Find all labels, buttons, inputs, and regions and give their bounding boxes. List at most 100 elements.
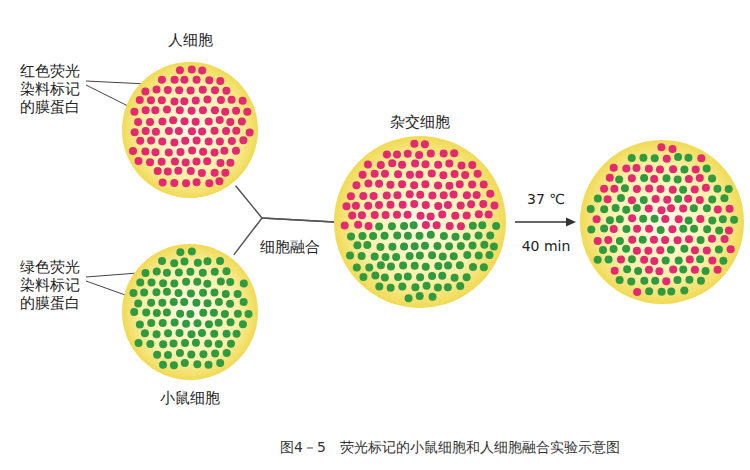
green-membrane-protein	[199, 269, 207, 277]
red-membrane-protein	[485, 211, 493, 219]
green-membrane-protein	[445, 242, 453, 250]
green-membrane-protein	[369, 232, 377, 240]
temperature-label: 37 ℃	[527, 190, 565, 208]
red-membrane-protein	[674, 236, 682, 244]
green-membrane-protein	[159, 319, 167, 327]
green-membrane-protein	[485, 251, 493, 259]
green-membrane-protein	[640, 174, 648, 182]
callout-label: 红色荧光 染料标记 的膜蛋白	[20, 62, 86, 116]
green-membrane-protein	[153, 330, 161, 338]
green-membrane-protein	[399, 262, 407, 270]
cell-membrane	[122, 244, 258, 380]
red-membrane-protein	[475, 210, 483, 218]
red-membrane-protein	[176, 106, 184, 114]
figure-caption: 图4－5 荧光标记的小鼠细胞和人细胞融合实验示意图	[280, 438, 620, 456]
process-arrow	[515, 218, 576, 227]
red-membrane-protein	[611, 267, 619, 275]
green-membrane-protein	[203, 257, 211, 265]
green-membrane-protein	[690, 225, 698, 233]
green-membrane-protein	[440, 232, 448, 240]
green-membrane-protein	[605, 256, 613, 264]
green-membrane-protein	[685, 217, 693, 225]
green-membrane-protein	[404, 273, 412, 281]
red-membrane-protein	[193, 76, 201, 84]
red-membrane-protein	[633, 164, 641, 172]
red-membrane-protein	[386, 201, 394, 209]
red-membrane-protein	[440, 150, 448, 158]
red-membrane-protein	[652, 195, 660, 203]
red-membrane-protein	[176, 66, 184, 74]
green-membrane-protein	[680, 245, 688, 253]
red-membrane-protein	[721, 235, 729, 243]
green-membrane-protein	[221, 310, 229, 318]
green-membrane-protein	[423, 282, 431, 290]
red-membrane-protein	[347, 192, 355, 200]
green-membrane-protein	[451, 233, 459, 241]
green-membrane-protein	[392, 253, 400, 261]
red-membrane-protein	[650, 236, 658, 244]
red-membrane-protein	[633, 288, 641, 296]
green-membrane-protein	[657, 226, 665, 234]
green-membrane-protein	[438, 272, 446, 280]
green-membrane-protein	[223, 349, 231, 357]
red-membrane-protein	[644, 247, 652, 255]
green-membrane-protein	[617, 194, 625, 202]
green-membrane-protein	[187, 290, 195, 298]
green-membrane-protein	[187, 330, 195, 338]
red-membrane-protein	[594, 237, 602, 245]
green-membrane-protein	[216, 257, 224, 265]
red-membrane-protein	[216, 159, 224, 167]
green-membrane-protein	[674, 276, 682, 284]
red-membrane-protein	[393, 151, 401, 159]
red-membrane-protein	[633, 225, 641, 233]
red-membrane-protein	[147, 96, 155, 104]
green-membrane-protein	[427, 231, 435, 239]
red-membrane-protein	[434, 161, 442, 169]
red-membrane-protein	[375, 201, 383, 209]
cell-membrane	[580, 140, 744, 304]
red-membrane-protein	[628, 196, 636, 204]
red-membrane-protein	[668, 145, 676, 153]
green-membrane-protein	[234, 290, 242, 298]
red-membrane-protein	[606, 174, 614, 182]
green-membrane-protein	[227, 340, 235, 348]
red-membrane-protein	[604, 195, 612, 203]
green-membrane-protein	[142, 308, 150, 316]
red-membrane-protein	[645, 165, 653, 173]
green-membrane-protein	[411, 283, 419, 291]
final-cell	[580, 140, 744, 304]
green-membrane-protein	[377, 261, 385, 269]
green-membrane-protein	[398, 282, 406, 290]
red-membrane-protein	[422, 221, 430, 229]
red-membrane-protein	[685, 235, 693, 243]
red-membrane-protein	[370, 192, 378, 200]
green-membrane-protein	[186, 268, 194, 276]
red-membrane-protein	[163, 106, 171, 114]
red-membrane-protein	[404, 211, 412, 219]
green-membrane-protein	[628, 255, 636, 263]
green-membrane-protein	[651, 154, 659, 162]
green-membrane-protein	[651, 215, 659, 223]
green-membrane-protein	[199, 350, 207, 358]
red-membrane-protein	[479, 200, 487, 208]
green-membrane-protein	[421, 242, 429, 250]
red-membrane-protein	[221, 169, 229, 177]
mouse-cell: 小鼠细胞	[122, 244, 258, 380]
green-membrane-protein	[475, 252, 483, 260]
green-membrane-protein	[194, 319, 202, 327]
green-membrane-protein	[136, 321, 144, 329]
red-membrane-protein	[199, 106, 207, 114]
red-membrane-protein	[604, 236, 612, 244]
green-membrane-protein	[675, 256, 683, 264]
red-membrane-protein	[610, 225, 618, 233]
green-membrane-protein	[204, 299, 212, 307]
green-membrane-protein	[141, 329, 149, 337]
red-membrane-protein	[348, 212, 356, 220]
green-membrane-protein	[622, 206, 630, 214]
green-membrane-protein	[411, 262, 419, 270]
green-membrane-protein	[176, 310, 184, 318]
red-membrane-protein	[386, 181, 394, 189]
green-membrane-protein	[180, 258, 188, 266]
green-membrane-protein	[205, 320, 213, 328]
red-membrane-protein	[159, 179, 167, 187]
